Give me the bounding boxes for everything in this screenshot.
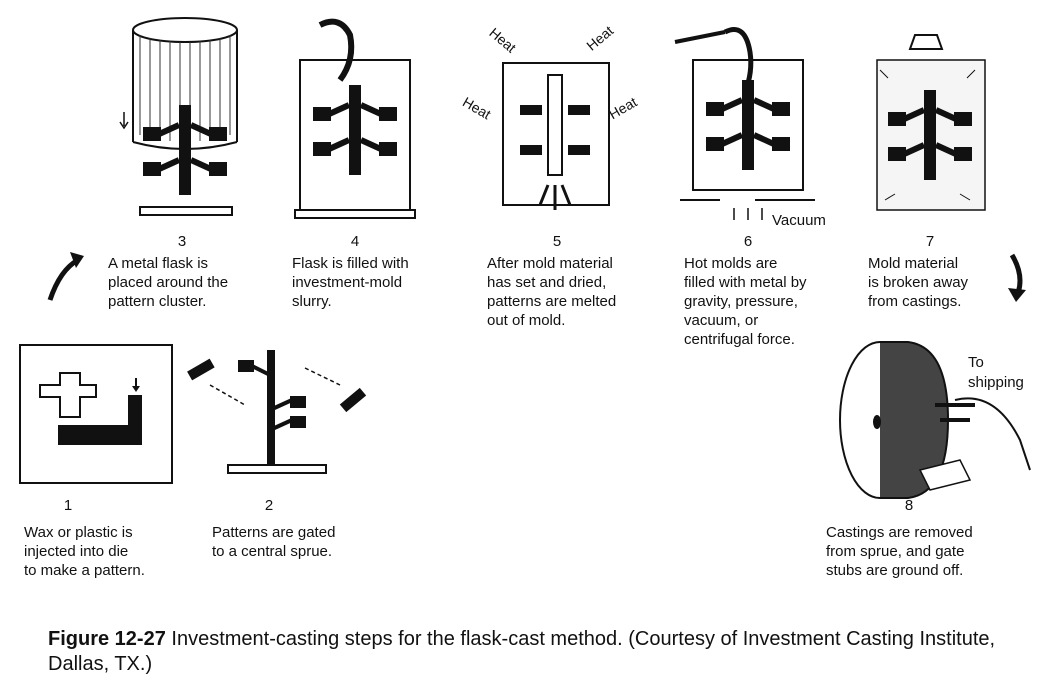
- step2-gating-drawing: [187, 350, 367, 474]
- vacuum-label: Vacuum: [772, 212, 826, 229]
- step8-description: Castings are removed from sprue, and gat…: [826, 524, 973, 579]
- step3-description: A metal flask is placed around the patte…: [108, 255, 229, 310]
- step4-description: Flask is filled with investment-mold slu…: [292, 255, 409, 310]
- step8-number: 8: [904, 497, 914, 514]
- step1-die-drawing: [19, 344, 173, 484]
- figure-number: Figure 12-27: [48, 628, 166, 650]
- step5-meltout-drawing: [502, 62, 610, 210]
- step2-number: 2: [264, 497, 274, 514]
- step5-number: 5: [552, 233, 562, 250]
- arrow-step7-to-step8: [1009, 253, 1023, 294]
- step7-breakaway-drawing: [876, 34, 986, 211]
- to-shipping-label-line1: To: [968, 354, 984, 371]
- arrow-step7-to-step8-head: [1008, 288, 1026, 302]
- step2-description: Patterns are gated to a central sprue.: [212, 524, 336, 560]
- step5-description: After mold material has set and dried, p…: [487, 255, 617, 329]
- step4-number: 4: [350, 233, 360, 250]
- step1-description: Wax or plastic is injected into die to m…: [24, 524, 145, 579]
- figure-caption: Figure 12-27 Investment-casting steps fo…: [48, 627, 1028, 677]
- step7-number: 7: [925, 233, 935, 250]
- arrow-step1-to-step3-head: [70, 252, 84, 268]
- step7-description: Mold material is broken away from castin…: [868, 255, 969, 310]
- step1-number: 1: [63, 497, 73, 514]
- step3-flask-drawing: [119, 17, 238, 216]
- step3-number: 3: [177, 233, 187, 250]
- to-shipping-label-line2: shipping: [968, 374, 1024, 391]
- arrow-step1-to-step3: [47, 257, 80, 301]
- step8-grinding-drawing: [839, 341, 1031, 499]
- caption-text: Investment-casting steps for the flask-c…: [48, 628, 996, 675]
- step6-pour-drawing: [674, 27, 815, 220]
- step6-description: Hot molds are filled with metal by gravi…: [684, 255, 807, 348]
- step6-number: 6: [743, 233, 753, 250]
- step4-slurry-drawing: [294, 18, 416, 219]
